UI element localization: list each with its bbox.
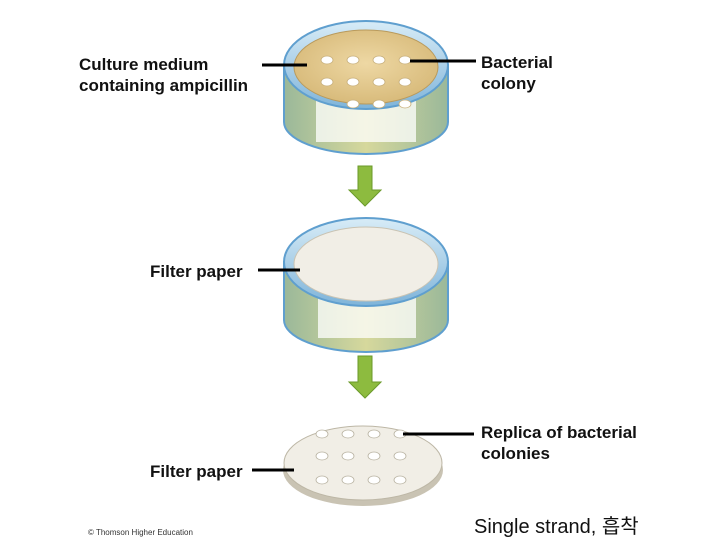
label-replica: Replica of bacterial colonies <box>481 422 637 464</box>
down-arrow-icon <box>349 356 381 398</box>
culture-dish-icon <box>284 21 448 154</box>
label-bacterial-colony: Bacterial colony <box>481 52 553 94</box>
filter-disc-icon <box>283 426 443 506</box>
label-culture-medium: Culture medium containing ampicillin <box>79 54 248 96</box>
filter-dish-icon <box>284 218 448 352</box>
slide-caption: Single strand, 흡착 <box>474 510 639 539</box>
copyright-notice: © Thomson Higher Education <box>88 528 193 537</box>
label-filter-paper-2: Filter paper <box>150 461 243 482</box>
label-filter-paper-1: Filter paper <box>150 261 243 282</box>
down-arrow-icon <box>349 166 381 206</box>
